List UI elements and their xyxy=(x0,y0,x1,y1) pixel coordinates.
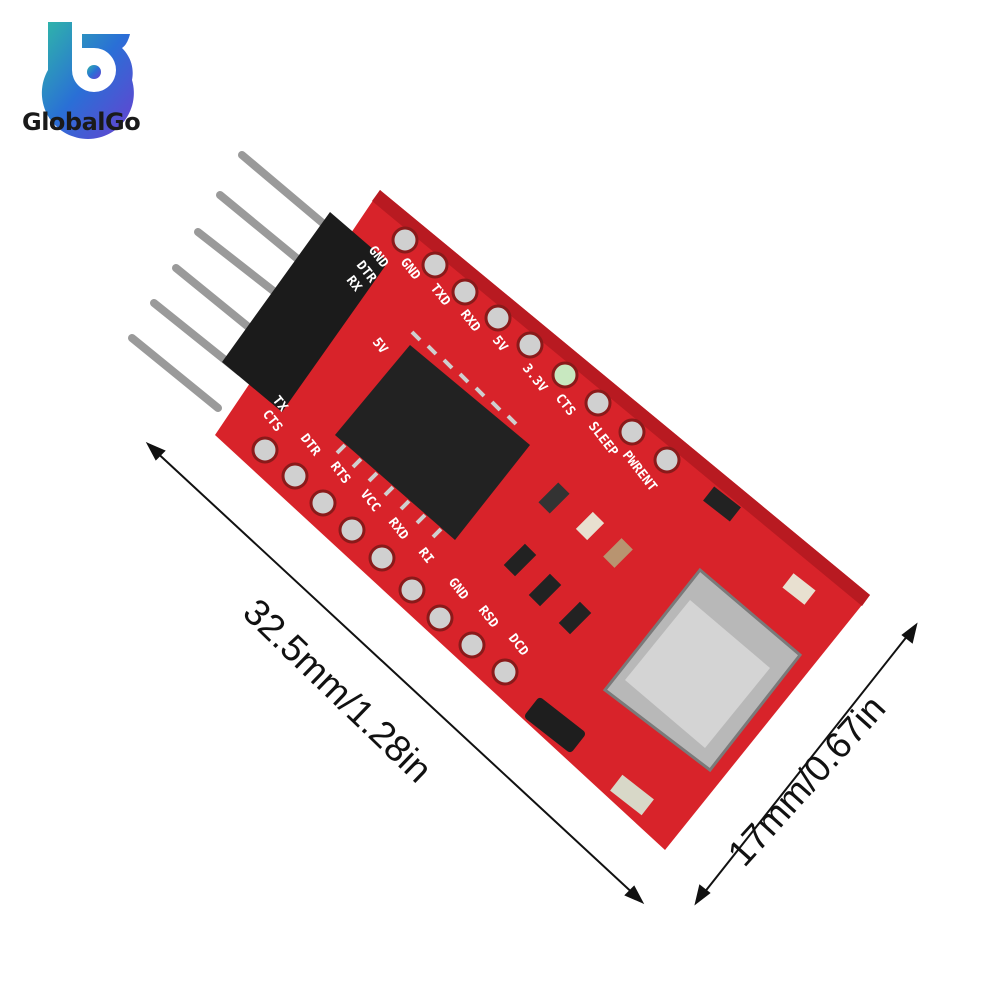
globalgo-logo xyxy=(41,22,134,139)
width-arrow-head-end xyxy=(694,884,711,906)
brand-name: GlobalGo xyxy=(22,108,141,136)
header-housing xyxy=(222,212,388,412)
logo-mark-icon xyxy=(41,22,134,139)
dimension-arrows xyxy=(145,441,918,906)
smd-components xyxy=(503,482,816,816)
top-pin-pads xyxy=(391,226,681,474)
width-arrow-line xyxy=(699,629,913,899)
length-arrow-head-start xyxy=(145,441,166,461)
bottom-pin-pads xyxy=(251,436,519,686)
length-arrow-line xyxy=(151,447,639,899)
ftdi-chip xyxy=(335,330,530,540)
length-arrow-head-end xyxy=(624,885,645,905)
width-arrow-head-start xyxy=(901,622,918,644)
usb-c-connector xyxy=(602,567,803,773)
